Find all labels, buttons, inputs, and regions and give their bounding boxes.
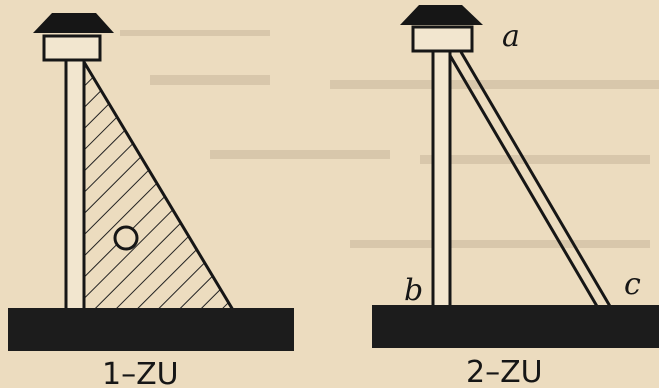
lamp-cap-2 [400,5,483,25]
pole-1 [64,56,86,314]
ground-2 [372,305,659,348]
circle-mark [113,225,139,251]
label-b: b [404,273,423,308]
figure-2: a b c 2–ZU [372,5,659,388]
lamp-cap-1 [33,13,114,33]
lamp-box-1 [42,34,102,62]
hatched-triangle [82,56,236,312]
label-a: a [502,19,520,54]
bleed-through-text [120,30,659,248]
ground-1 [8,308,294,351]
brace-line-inner [446,51,600,309]
figure-1-caption: 1–ZU [102,357,179,388]
figure-2-caption: 2–ZU [466,355,543,388]
figure-1: 1–ZU [8,13,294,388]
lamp-box-2 [411,25,474,53]
brace-line-outer [459,51,613,309]
label-c: c [624,267,641,302]
pole-2 [431,48,452,310]
